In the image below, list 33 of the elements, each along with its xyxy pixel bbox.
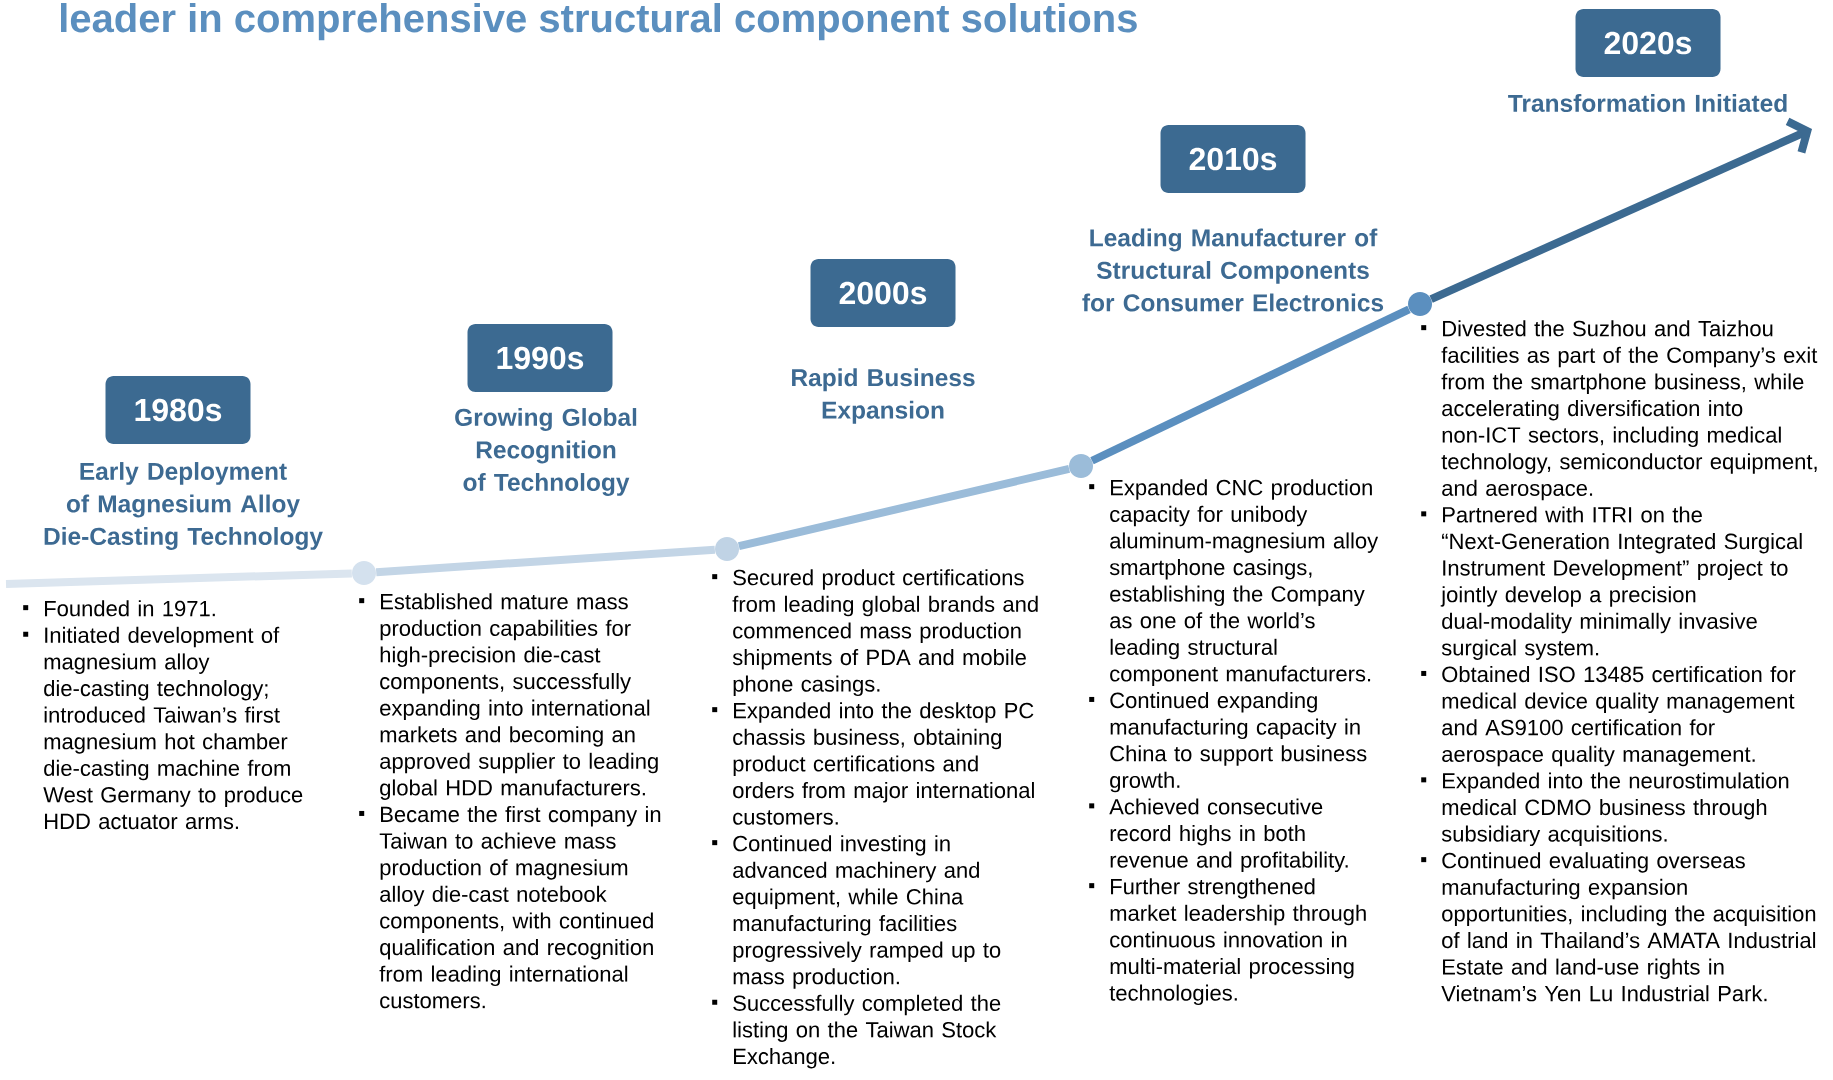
bullet-item: Achieved consecutive record highs in both revenue and profitability. bbox=[1089, 798, 1348, 873]
decade-box: 2020s bbox=[1575, 9, 1721, 77]
decade-box: 2000s bbox=[810, 259, 956, 327]
bullet-item: Founded in 1971. bbox=[23, 600, 215, 617]
decade-box: 2010s bbox=[1160, 125, 1306, 193]
period-heading: Leading Manufacturer of Structural Components for Consumer Electronics bbox=[1082, 228, 1384, 312]
timeline-dot bbox=[352, 561, 376, 585]
timeline-dot bbox=[1408, 292, 1432, 316]
bullet-item: Continued evaluating overseas manufacturing expansion opportunities, including the acquisition of land in Thailand’s AMATA Industrial Estate and land-use rights in Vietnam’s Yen Lu Industrial Park. bbox=[1421, 852, 1816, 1002]
bullet-item: Continued investing in advanced machinery and equipment, while China manufacturing facilities progressively ramped up to mass production. bbox=[712, 835, 1001, 989]
bullet-item: Established mature mass production capabilities for high-precision die-cast components, successfully expanding into international markets and becoming an approved supplier to leading global HDD manufacturers. bbox=[359, 593, 658, 800]
bullet-item: Successfully completed the listing on the Taiwan Stock Exchange. bbox=[712, 994, 1001, 1069]
bullet-item: Continued expanding manufacturing capacity in China to support business growth. bbox=[1089, 692, 1367, 793]
period-heading: Rapid Business Expansion bbox=[792, 368, 975, 424]
bullet-item: Divested the Suzhou and Taizhou facilities as part of the Company’s exit from the smartphone business, while accelerating diversification into non-ICT sectors, including medical technology, semiconductor equipment, and aerospace. bbox=[1421, 320, 1818, 501]
bullet-item: Secured product certifications from leading global brands and commenced mass production shipments of PDA and mobile phone casings. bbox=[712, 569, 1038, 697]
bullet-item: Obtained ISO 13485 certification for medical device quality management and AS9100 certification for aerospace quality management. bbox=[1421, 666, 1796, 767]
bullet-item: Expanded into the desktop PC chassis business, obtaining product certifications and orders from major international customers. bbox=[712, 702, 1034, 825]
bullet-item: Expanded into the neurostimulation medical CDMO business through subsidiary acquisitions. bbox=[1421, 772, 1789, 847]
bullet-item: Became the first company in Taiwan to achieve mass production of magnesium alloy die-cast notebook components, with continued qualification and recognition from leading international customers. bbox=[359, 806, 661, 1009]
bullet-item: Further strengthened market leadership through continuous innovation in multi-material processing technologies. bbox=[1089, 878, 1366, 1006]
timeline-arrow bbox=[1429, 117, 1813, 303]
decade-box: 1980s bbox=[105, 376, 251, 444]
bullet-item: Expanded CNC production capacity for unibody aluminum-magnesium alloy smartphone casings, establishing the Company as one of the world’s leading structural component manufacturers. bbox=[1089, 479, 1379, 686]
period-heading: Growing Global Recognition of Technology bbox=[455, 408, 637, 496]
page-title: leader in comprehensive structural component solutions bbox=[61, 3, 1137, 41]
decade-box: 1990s bbox=[467, 324, 613, 392]
period-heading: Transformation Initiated bbox=[1508, 94, 1787, 112]
timeline-dot bbox=[715, 537, 739, 561]
bullet-item: Partnered with ITRI on the “Next-Generation Integrated Surgical Instrument Development” project to jointly develop a precision dual-modality minimally invasive surgical system. bbox=[1421, 506, 1802, 660]
period-heading: Early Deployment of Magnesium Alloy Die-Casting Technology bbox=[44, 462, 323, 550]
timeline-dot bbox=[1069, 454, 1093, 478]
bullet-item: Initiated development of magnesium alloy die-casting technology; introduced Taiwan’s first magnesium hot chamber die-casting machine from West Germany to produce HDD actuator arms. bbox=[23, 626, 303, 830]
